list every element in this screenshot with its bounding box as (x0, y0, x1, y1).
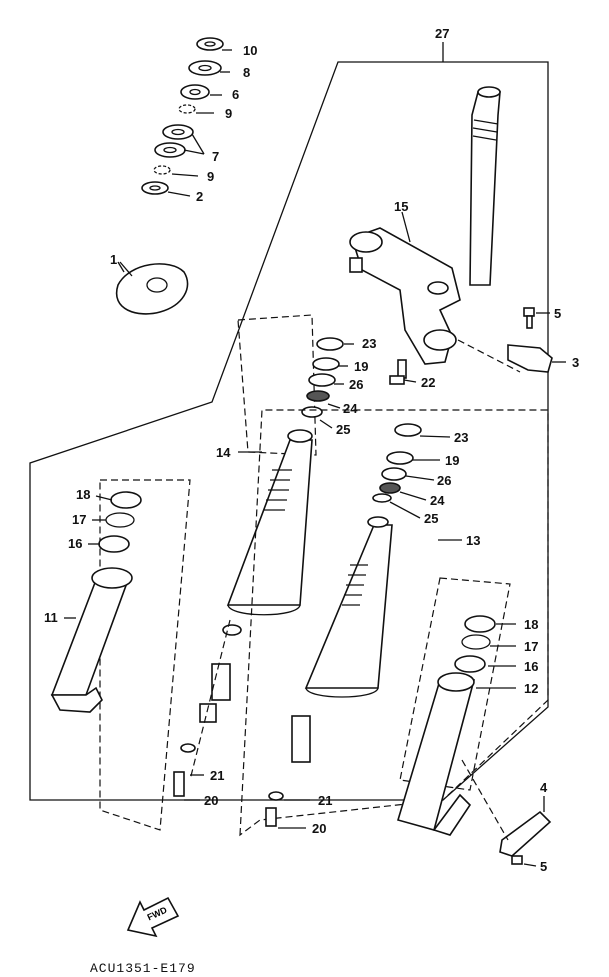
steering-stem (469, 86, 501, 286)
drawing-code: ACU1351-E179 (90, 961, 196, 976)
callout-3: 3 (572, 355, 579, 370)
callout-8: 8 (243, 65, 250, 80)
part-pad (115, 261, 189, 315)
callout-5: 5 (540, 859, 547, 874)
callout-15: 15 (394, 199, 408, 214)
callout-1: 1 (110, 252, 117, 267)
washer-stack (141, 37, 224, 195)
callout-26: 26 (437, 473, 451, 488)
callout-2: 2 (196, 189, 203, 204)
callout-24: 24 (343, 401, 358, 416)
callout-11: 11 (44, 610, 58, 625)
callout-19: 19 (445, 453, 459, 468)
leader-lines (64, 49, 566, 867)
callout-19: 19 (354, 359, 368, 374)
callout-24: 24 (430, 493, 445, 508)
callout-20: 20 (312, 821, 326, 836)
left-inner-tube (173, 314, 344, 797)
callout-9: 9 (207, 169, 214, 184)
callout-5: 5 (554, 306, 561, 321)
callout-25: 25 (336, 422, 350, 437)
hose-guide-right (457, 307, 553, 373)
right-inner-tube (239, 409, 549, 837)
under-bracket (349, 227, 461, 365)
callout-12: 12 (524, 681, 538, 696)
assembly-outline (29, 61, 549, 801)
callout-18: 18 (524, 617, 538, 632)
callout-4: 4 (540, 780, 548, 795)
callout-23: 23 (362, 336, 376, 351)
callout-16: 16 (524, 659, 538, 674)
callout-17: 17 (524, 639, 538, 654)
callout-7: 7 (212, 149, 219, 164)
callout-22: 22 (421, 375, 435, 390)
callout-6: 6 (232, 87, 239, 102)
callout-20: 20 (204, 793, 218, 808)
callout-17: 17 (72, 512, 86, 527)
bolt-22 (389, 359, 407, 385)
callout-10: 10 (243, 43, 257, 58)
callout-18: 18 (76, 487, 90, 502)
fwd-arrow: FWD (126, 896, 180, 938)
callout-21: 21 (318, 793, 332, 808)
right-outer-tube (396, 577, 511, 836)
callouts: 10 8 6 9 7 9 2 27 15 1 5 3 23 19 26 22 2… (44, 26, 579, 874)
callout-9: 9 (225, 106, 232, 121)
callout-14: 14 (216, 445, 231, 460)
callout-27: 27 (435, 26, 449, 41)
callout-23: 23 (454, 430, 468, 445)
callout-26: 26 (349, 377, 363, 392)
callout-25: 25 (424, 511, 438, 526)
callout-13: 13 (466, 533, 480, 548)
left-outer-tube (50, 479, 191, 831)
hose-guide-lower (461, 759, 552, 865)
callout-16: 16 (68, 536, 82, 551)
callout-21: 21 (210, 768, 224, 783)
